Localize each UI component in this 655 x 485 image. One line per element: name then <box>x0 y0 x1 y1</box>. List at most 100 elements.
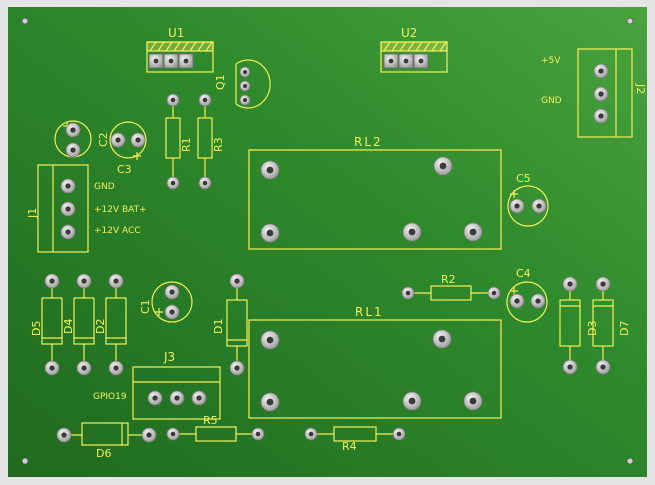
drill-hole <box>169 309 175 315</box>
mounting-hole-icon <box>626 457 634 465</box>
rl1-relay[interactable] <box>248 319 502 419</box>
drill-hole <box>514 203 520 209</box>
drill-hole <box>408 397 416 405</box>
j1-gnd-label: GND <box>94 182 115 192</box>
drill-hole <box>146 432 152 438</box>
drill-hole <box>174 395 180 401</box>
drill-hole <box>514 298 520 304</box>
drill-hole <box>535 298 541 304</box>
drill-hole <box>183 58 189 64</box>
drill-hole <box>308 431 314 437</box>
drill-hole <box>255 431 261 437</box>
j3-connector[interactable] <box>132 366 221 420</box>
j2-gnd-label: GND <box>541 96 562 106</box>
drill-hole <box>170 431 176 437</box>
drill-hole <box>536 203 542 209</box>
j1-connector[interactable] <box>37 164 89 253</box>
mounting-hole-icon <box>21 457 29 465</box>
j3-label: J3 <box>163 350 175 364</box>
d1-diode[interactable] <box>226 281 248 368</box>
c3-capacitor[interactable] <box>109 121 147 160</box>
drill-hole <box>153 58 159 64</box>
drill-hole <box>408 228 416 236</box>
drill-hole <box>266 166 274 174</box>
drill-hole <box>439 162 447 170</box>
drill-hole <box>169 289 175 295</box>
drill-hole <box>396 431 402 437</box>
d6-label: D6 <box>96 447 111 460</box>
rl2-label: RL2 <box>354 135 383 149</box>
drill-hole <box>598 113 604 119</box>
drill-hole <box>600 364 606 370</box>
drill-hole <box>49 365 55 371</box>
j3-gpio-label: GPIO19 <box>93 392 127 402</box>
rl2-relay[interactable] <box>248 149 502 250</box>
q1-transistor[interactable] <box>235 59 271 109</box>
c4-label: C4 <box>516 267 531 280</box>
c4-capacitor[interactable] <box>506 281 548 323</box>
u2-label: U2 <box>401 26 417 40</box>
d4-label: D4 <box>62 319 75 334</box>
drill-hole <box>81 278 87 284</box>
drill-hole <box>113 278 119 284</box>
drill-hole <box>491 290 497 296</box>
drill-hole <box>234 365 240 371</box>
drill-hole <box>115 137 121 143</box>
drill-hole <box>243 98 247 102</box>
drill-hole <box>600 281 606 287</box>
r3-label: R3 <box>212 137 225 152</box>
drill-hole <box>152 395 158 401</box>
drill-hole <box>438 335 446 343</box>
r2-label: R2 <box>441 273 456 286</box>
drill-hole <box>196 395 202 401</box>
d5-label: D5 <box>30 321 43 336</box>
c1-label: C1 <box>139 299 152 314</box>
c1-capacitor[interactable] <box>151 281 193 323</box>
d4-diode[interactable] <box>73 281 95 368</box>
drill-hole <box>170 97 176 103</box>
mounting-hole-icon <box>21 17 29 25</box>
drill-hole <box>403 58 409 64</box>
drill-hole <box>61 432 67 438</box>
drill-hole <box>266 229 274 237</box>
j2-connector[interactable] <box>577 48 633 138</box>
r1-label: R1 <box>180 137 193 152</box>
drill-hole <box>266 336 274 344</box>
drill-hole <box>567 364 573 370</box>
drill-hole <box>598 68 604 74</box>
j1-bat-label: +12V BAT+ <box>94 205 147 215</box>
drill-hole <box>135 137 141 143</box>
drill-hole <box>405 290 411 296</box>
drill-hole <box>243 70 247 74</box>
drill-hole <box>65 206 71 212</box>
drill-hole <box>266 398 274 406</box>
drill-hole <box>170 180 176 186</box>
drill-hole <box>418 58 424 64</box>
u1-regulator[interactable] <box>146 41 214 73</box>
mounting-holes <box>21 17 634 465</box>
r5-label: R5 <box>203 414 218 427</box>
c5-capacitor[interactable] <box>507 185 549 227</box>
drill-hole <box>202 180 208 186</box>
drill-hole <box>81 365 87 371</box>
c2-label: C2 <box>97 132 110 147</box>
drill-hole <box>469 228 477 236</box>
u2-regulator[interactable] <box>380 41 448 73</box>
drill-hole <box>243 84 247 88</box>
drill-hole <box>113 365 119 371</box>
pcb-substrate <box>8 7 647 477</box>
j1-acc-label: +12V ACC <box>94 226 141 236</box>
u1-label: U1 <box>168 26 184 40</box>
drill-hole <box>70 127 76 133</box>
d2-label: D2 <box>94 319 107 334</box>
j2-label: J2 <box>634 83 647 94</box>
drill-hole <box>168 58 174 64</box>
j1-label: J1 <box>26 208 39 219</box>
rl1-label: RL1 <box>355 305 384 319</box>
q1-label: Q1 <box>214 74 227 90</box>
j2-5v-label: +5V <box>541 56 561 66</box>
drill-hole <box>388 58 394 64</box>
pads-layer <box>44 53 611 443</box>
r4-label: R4 <box>342 440 357 453</box>
